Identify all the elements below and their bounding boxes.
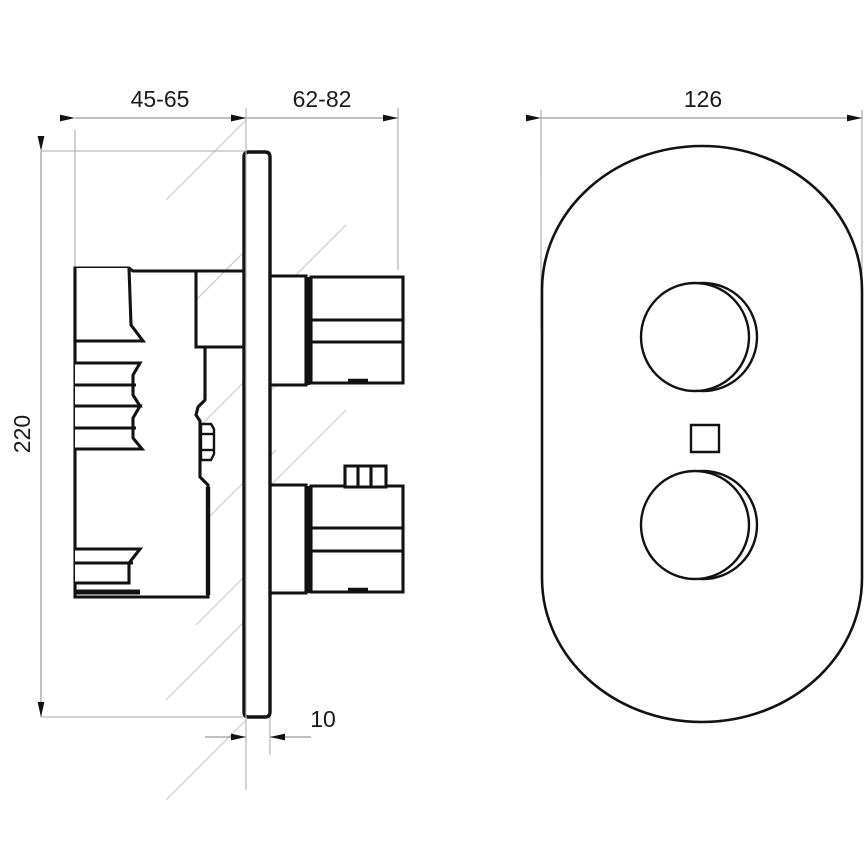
lower-handle-stem xyxy=(270,483,308,595)
dimension-projection: 62-82 xyxy=(231,86,398,122)
lower-round-knob xyxy=(639,423,759,581)
dimension-label-plate-thickness: 10 xyxy=(310,706,336,732)
body-left-notch-bottom xyxy=(75,547,144,585)
body-left-notch-top xyxy=(73,267,147,343)
side-section-view xyxy=(73,150,405,719)
upper-round-knob xyxy=(639,281,759,393)
dimension-label-projection: 62-82 xyxy=(293,86,352,112)
dimension-label-body-height: 220 xyxy=(9,415,35,453)
upper-handle-stem xyxy=(270,274,308,387)
front-view xyxy=(540,144,864,724)
escutcheon-plate-section xyxy=(242,150,272,719)
dimension-plate-thickness: 10 xyxy=(205,706,336,741)
dimension-body-height: 220 xyxy=(9,136,45,717)
dimension-label-plate-width: 126 xyxy=(684,86,722,112)
dimension-label-wall-depth: 45-65 xyxy=(131,86,190,112)
body-nut-detail xyxy=(199,422,216,462)
lower-knob-lever-tab xyxy=(689,423,721,454)
dimension-wall-depth: 45-65 xyxy=(60,86,246,122)
lower-handle-lever-tab xyxy=(343,464,388,489)
upper-control-handle xyxy=(309,275,405,385)
dimension-plate-width: 126 xyxy=(526,86,862,122)
lower-control-handle xyxy=(309,484,405,594)
